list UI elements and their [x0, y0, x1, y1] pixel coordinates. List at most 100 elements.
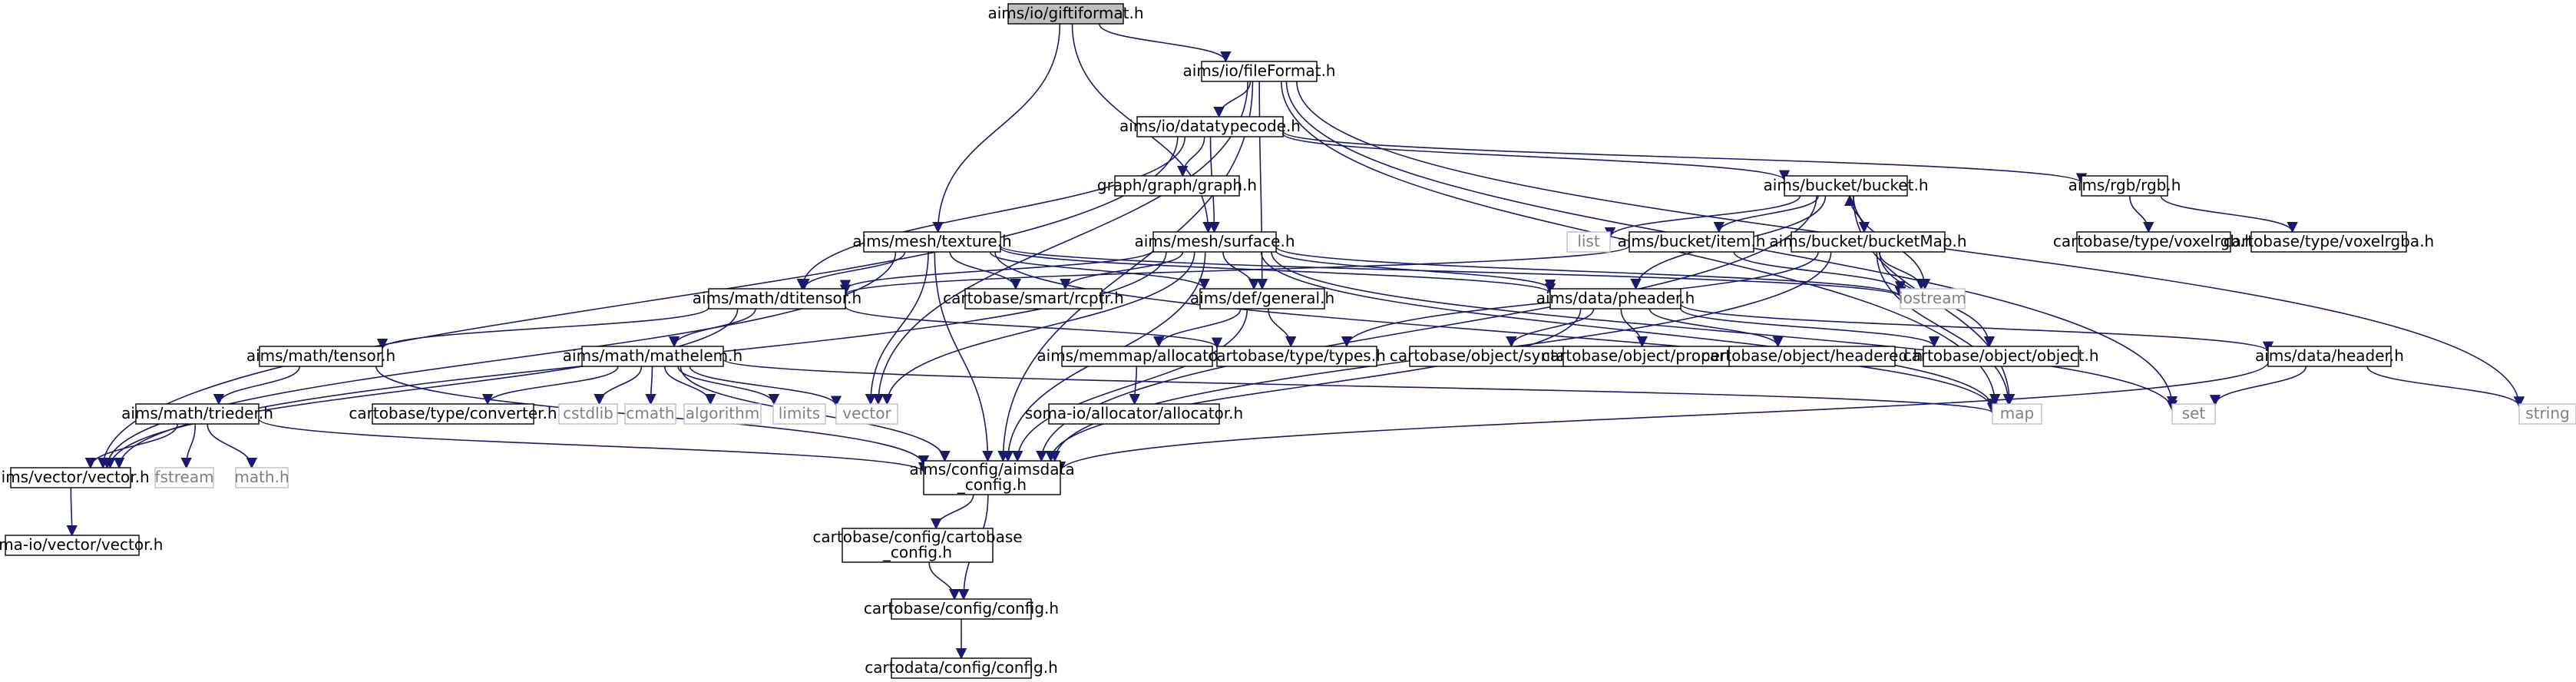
node-label: aims/math/trieder.h	[121, 404, 273, 422]
node-header[interactable]: aims/data/header.h	[2255, 346, 2404, 367]
node-label: cartodata/config/config.h	[865, 658, 1058, 677]
node-tensor[interactable]: aims/math/tensor.h	[246, 346, 395, 367]
node-box	[772, 403, 826, 425]
node-box	[1409, 346, 1570, 367]
node-property[interactable]: cartobase/object/property.h	[1542, 346, 1754, 367]
node-label: cmath	[626, 404, 674, 422]
edge-general-to-types	[1268, 308, 1297, 348]
node-aimsvector[interactable]: aims/vector/vector.h	[0, 467, 150, 488]
node-cartodata_config[interactable]: cartodata/config/config.h	[865, 657, 1058, 679]
node-box	[1629, 231, 1754, 253]
node-voxelrgba[interactable]: cartobase/type/voxelrgba.h	[2224, 231, 2434, 253]
node-box	[2250, 231, 2407, 253]
node-label: cartobase/object/property.h	[1542, 346, 1754, 365]
node-box	[842, 528, 994, 563]
edge-fileformat-to-general	[1256, 81, 1268, 290]
node-box	[1199, 288, 1325, 310]
node-bucket[interactable]: aims/bucket/bucket.h	[1764, 175, 1929, 197]
node-box	[2076, 231, 2231, 253]
node-label: soma-io/allocator/allocator.h	[1025, 404, 1243, 422]
edge-mathelem-to-converter	[481, 366, 619, 406]
node-giftiformat[interactable]: aims/io/giftiformat.h	[987, 3, 1144, 25]
edge-cartobase_config-to-config	[928, 561, 961, 601]
node-general[interactable]: aims/def/general.h	[1190, 288, 1334, 310]
edge-datatypecode-to-rgb	[1282, 131, 2087, 184]
node-box	[891, 598, 1032, 620]
node-box	[708, 288, 846, 310]
node-soma_allocator[interactable]: soma-io/allocator/allocator.h	[1025, 403, 1243, 425]
node-box	[2081, 175, 2168, 197]
node-syntax[interactable]: cartobase/object/syntax.h	[1390, 346, 1589, 367]
node-dtitensor[interactable]: aims/math/dtitensor.h	[693, 288, 861, 310]
node-mathelem[interactable]: aims/math/mathelem.h	[563, 346, 742, 367]
node-bucketmap[interactable]: aims/bucket/bucketMap.h	[1769, 231, 1967, 253]
edge-pheader-to-object	[1680, 308, 1940, 348]
edge-pheader-to-property	[1620, 308, 1648, 348]
node-surface[interactable]: aims/mesh/surface.h	[1134, 231, 1295, 253]
node-box	[923, 460, 1061, 495]
edge-texture-to-general	[989, 251, 1210, 290]
edge-item-to-iostream	[1733, 251, 1906, 293]
edge-surface-to-iostream	[1275, 246, 1906, 298]
node-rcptr[interactable]: cartobase/smart/rcptr.h	[943, 288, 1124, 310]
node-map: map	[1992, 403, 2042, 425]
edge-surface-to-set	[1271, 251, 2178, 412]
edge-fileformat-to-datatypecode	[1213, 81, 1252, 118]
node-label: cartobase/object/object.h	[1903, 346, 2099, 365]
edge-mathelem-to-cmath	[645, 366, 656, 406]
edge-texture-to-map	[994, 251, 1999, 412]
node-label: aims/math/mathelem.h	[563, 346, 742, 365]
node-label: aims/memmap/allocator.h	[1037, 346, 1237, 365]
node-allocator[interactable]: aims/memmap/allocator.h	[1037, 346, 1238, 367]
node-label: aims/bucket/item.h	[1618, 232, 1766, 250]
node-box	[1136, 116, 1284, 137]
node-label: cartobase/type/types.h	[1208, 346, 1386, 365]
edge-bucket-to-item	[1713, 195, 1820, 233]
edge-trieder-to-fstream	[180, 423, 197, 469]
node-trieder[interactable]: aims/math/trieder.h	[121, 403, 273, 425]
node-object[interactable]: cartobase/object/object.h	[1903, 346, 2099, 367]
edge-dtitensor-to-types	[845, 306, 1222, 349]
node-label: aims/data/header.h	[2255, 346, 2404, 365]
node-label: cartobase/config/cartobase	[812, 528, 1022, 546]
node-item[interactable]: aims/bucket/item.h	[1618, 231, 1766, 253]
node-box	[1216, 346, 1377, 367]
edge-texture-to-rcptr	[949, 251, 1021, 290]
node-box	[2518, 403, 2576, 425]
edge-trieder-to-aimsvector	[84, 423, 178, 469]
node-box	[1923, 346, 2079, 367]
node-headered[interactable]: cartobase/object/headered.h	[1701, 346, 1923, 367]
node-set: set	[2171, 403, 2216, 425]
edge-header-to-set	[2209, 366, 2307, 406]
edge-dtitensor-to-aimsvector	[104, 308, 739, 469]
node-label: aims/io/giftiformat.h	[987, 4, 1143, 22]
node-config[interactable]: cartobase/config/config.h	[864, 598, 1059, 620]
node-box	[1549, 288, 1682, 310]
node-box	[2267, 346, 2392, 367]
edge-mathelem-to-vector	[689, 366, 842, 407]
node-types[interactable]: cartobase/type/types.h	[1208, 346, 1386, 367]
node-rgb[interactable]: aims/rgb/rgb.h	[2068, 175, 2181, 197]
edge-bucketmap-to-map	[1876, 251, 2014, 406]
node-datatypecode[interactable]: aims/io/datatypecode.h	[1119, 116, 1301, 137]
edge-datatypecode-to-aimsvector	[98, 136, 1179, 469]
edge-datatypecode-to-bucket	[1282, 133, 1790, 181]
node-fileformat[interactable]: aims/io/fileFormat.h	[1183, 61, 1336, 82]
node-texture[interactable]: aims/mesh/texture.h	[852, 231, 1012, 253]
node-pheader[interactable]: aims/data/pheader.h	[1536, 288, 1695, 310]
node-box	[259, 346, 383, 367]
node-label: cartobase/type/voxelrgb.h	[2053, 232, 2254, 250]
node-soma_vector[interactable]: soma-io/vector/vector.h	[0, 535, 163, 556]
node-cartobase_config[interactable]: cartobase/config/cartobase_config.h	[812, 528, 1023, 563]
edge-mathelem-to-algorithm	[663, 366, 716, 406]
node-graph[interactable]: graph/graph/graph.h	[1097, 175, 1257, 197]
node-label: set	[2182, 404, 2206, 422]
node-voxelrgb[interactable]: cartobase/type/voxelrgb.h	[2053, 231, 2254, 253]
node-box	[2171, 403, 2216, 425]
node-converter[interactable]: cartobase/type/converter.h	[349, 403, 557, 425]
node-box	[558, 403, 618, 425]
node-label: math.h	[234, 468, 289, 486]
node-aimsdata_config[interactable]: aims/config/aimsdata_config.h	[909, 460, 1075, 495]
node-algorithm: algorithm	[683, 403, 762, 425]
node-label: aims/bucket/bucket.h	[1764, 176, 1929, 194]
